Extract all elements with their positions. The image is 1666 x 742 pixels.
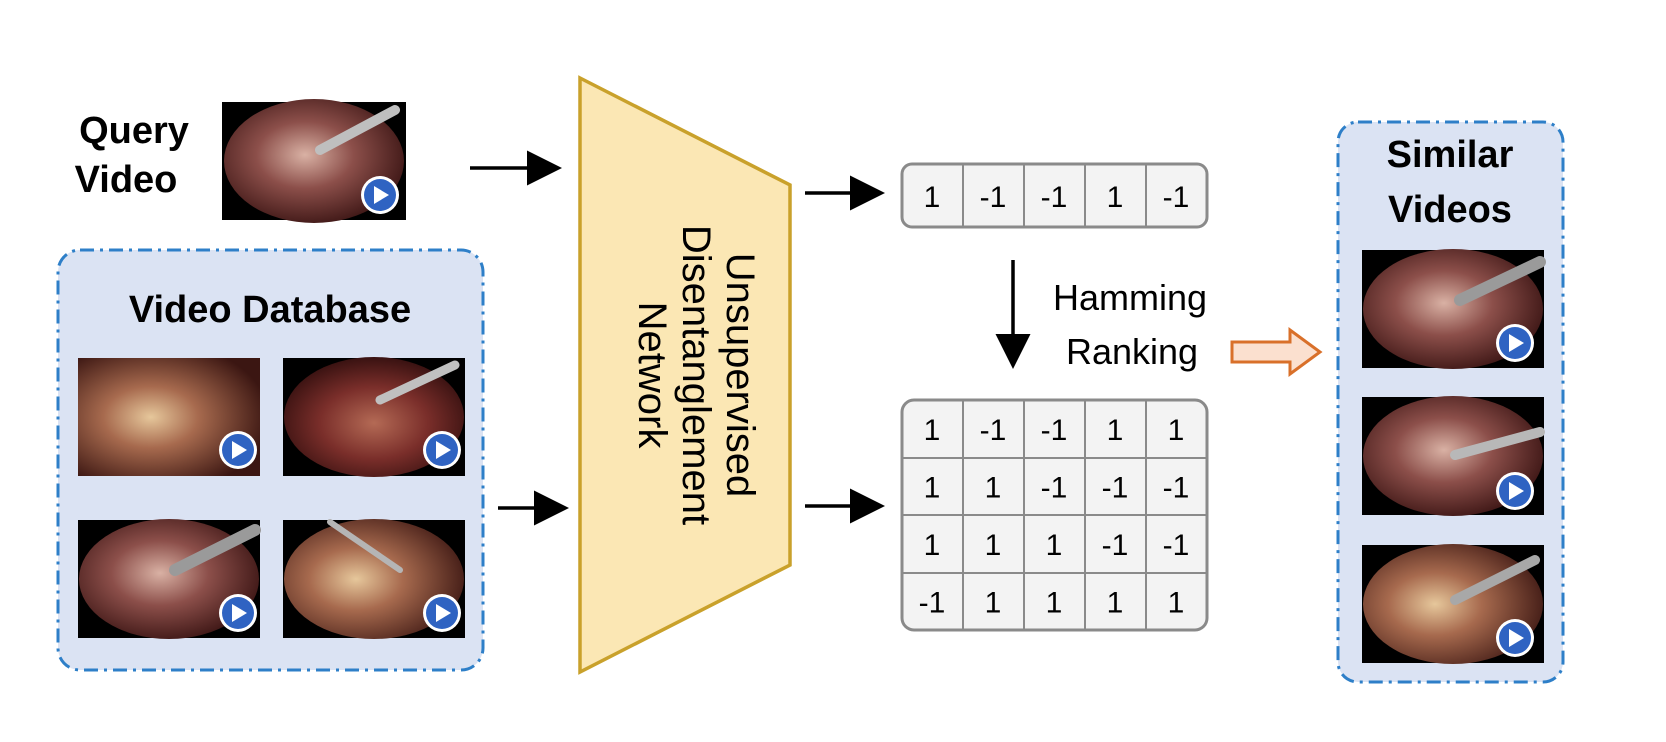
query-code-cell: -1 (1041, 181, 1068, 214)
database-code-cell: 1 (924, 529, 941, 562)
similar-video-3[interactable] (1362, 544, 1544, 664)
query-label-line2: Video (75, 159, 178, 201)
database-code-cell: 1 (985, 587, 1002, 620)
query-hash-code: 1 -1 -1 1 -1 (900, 162, 1209, 229)
database-code-cell: -1 (1163, 472, 1190, 505)
database-code-cell: -1 (980, 414, 1007, 447)
database-video-4[interactable] (283, 519, 465, 639)
query-code-cell: 1 (924, 181, 941, 214)
database-code-cell: 1 (924, 414, 941, 447)
similar-video-1[interactable] (1362, 249, 1546, 369)
database-code-cell: 1 (1046, 587, 1063, 620)
arrow-to-similar-videos (1230, 327, 1323, 377)
database-code-cell: -1 (1041, 472, 1068, 505)
database-code-cell: 1 (924, 472, 941, 505)
database-code-cell: 1 (1168, 414, 1185, 447)
network-label-line2: Disentanglement (674, 225, 718, 525)
similar-videos-title-line1: Similar (1387, 134, 1514, 176)
database-code-cell: 1 (1046, 529, 1063, 562)
database-hash-codes: 1 -1 -1 1 1 1 1 -1 -1 -1 1 1 1 -1 -1 -1 1 1 1 1 (900, 398, 1209, 632)
similar-video-2[interactable] (1362, 396, 1545, 516)
query-label-line1: Query (79, 110, 189, 152)
database-code-cell: -1 (1102, 472, 1129, 505)
disentanglement-network: Unsupervised Disentanglement Network (578, 75, 792, 675)
similar-videos-title-line2: Videos (1388, 189, 1512, 231)
database-video-3[interactable] (78, 519, 261, 639)
database-code-cell: -1 (1163, 529, 1190, 562)
network-label-line3: Network (630, 302, 674, 450)
database-code-cell: 1 (1107, 587, 1124, 620)
query-code-cell: -1 (1163, 181, 1190, 214)
database-code-cell: -1 (1102, 529, 1129, 562)
database-video-1[interactable] (78, 358, 260, 476)
query-video-thumbnail[interactable] (222, 99, 406, 223)
database-code-cell: 1 (985, 529, 1002, 562)
database-video-2[interactable] (283, 357, 465, 477)
database-code-cell: 1 (1107, 414, 1124, 447)
database-code-cell: -1 (1041, 414, 1068, 447)
database-code-cell: 1 (1168, 587, 1185, 620)
query-code-cell: -1 (980, 181, 1007, 214)
query-code-cell: 1 (1107, 181, 1124, 214)
video-database-title: Video Database (129, 289, 411, 331)
database-code-cell: 1 (985, 472, 1002, 505)
hamming-ranking-line2: Ranking (1066, 331, 1198, 372)
database-code-cell: -1 (919, 587, 946, 620)
network-label-line1: Unsupervised (718, 253, 762, 498)
hamming-ranking-line1: Hamming (1053, 277, 1207, 318)
